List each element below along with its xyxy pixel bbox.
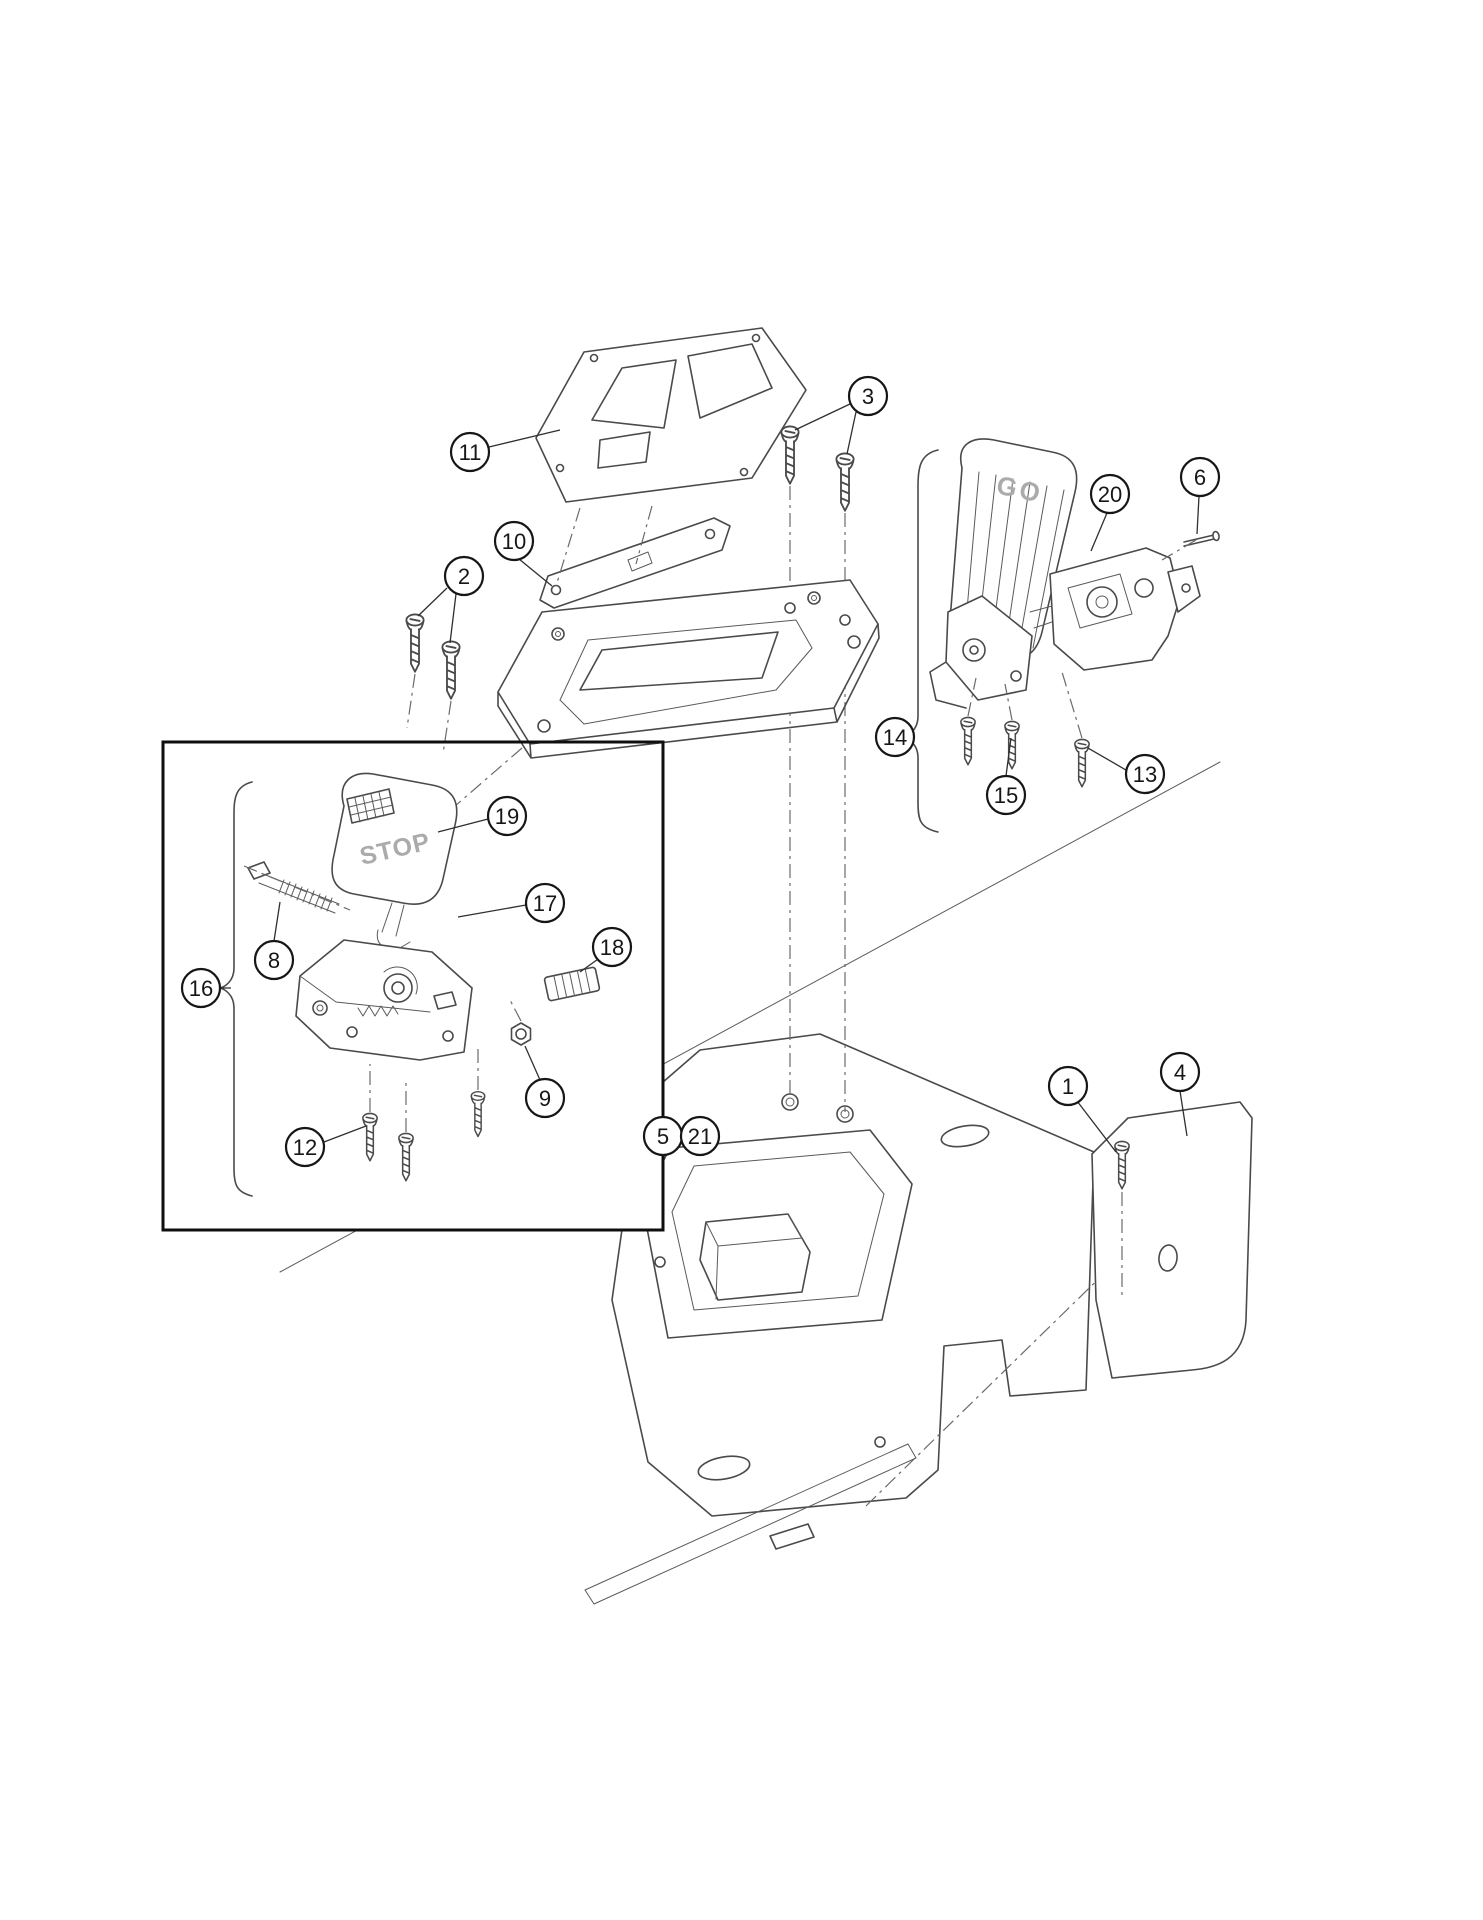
callout-12: 12 <box>284 1126 326 1168</box>
pad-item-18 <box>543 966 601 1002</box>
svg-text:6: 6 <box>1194 465 1206 490</box>
accelerator-pivot-bracket <box>929 595 1033 709</box>
svg-text:14: 14 <box>883 725 907 750</box>
svg-text:3: 3 <box>862 384 874 409</box>
svg-text:12: 12 <box>293 1135 317 1160</box>
callout-13: 13 <box>1124 753 1166 795</box>
screw-item-1 <box>1114 1140 1130 1296</box>
callout-9: 9 <box>524 1077 566 1119</box>
floorboard-cover <box>535 327 807 587</box>
screw-item-13 <box>1061 671 1090 788</box>
screw-item-3a <box>780 425 800 485</box>
svg-text:4: 4 <box>1174 1060 1186 1085</box>
svg-text:13: 13 <box>1133 762 1157 787</box>
callout-18: 18 <box>591 926 633 968</box>
alignment-centerlines <box>789 486 846 1112</box>
callout-5: 5 <box>642 1115 684 1157</box>
bolt-spring-item-8 <box>243 861 351 914</box>
screw-item-3b <box>835 452 855 512</box>
svg-text:21: 21 <box>688 1124 712 1149</box>
svg-text:20: 20 <box>1098 482 1122 507</box>
floor-panel <box>611 1033 1121 1517</box>
screw-item-12b <box>398 1080 414 1182</box>
brake-pedal-arm <box>376 902 411 967</box>
svg-text:11: 11 <box>459 440 482 465</box>
callout-3: 3 <box>847 375 889 417</box>
accelerator-assembly: GO <box>901 438 1220 833</box>
screw-brake-right <box>470 1048 486 1138</box>
svg-text:19: 19 <box>495 804 519 829</box>
brake-assembly: STOP <box>219 747 601 1197</box>
screw-item-15 <box>1004 683 1020 770</box>
svg-text:10: 10 <box>502 529 526 554</box>
svg-text:5: 5 <box>657 1124 669 1149</box>
svg-text:2: 2 <box>458 564 470 589</box>
screw-accelerator-left <box>960 677 977 766</box>
access-cover-plate <box>1091 1101 1253 1379</box>
stop-pedal: STOP <box>331 772 458 905</box>
pedal-mount-plate <box>406 579 880 759</box>
accelerator-controller <box>1029 547 1201 671</box>
callout-11: 11 <box>449 431 491 473</box>
screw-item-2b <box>441 640 461 700</box>
svg-text:15: 15 <box>994 783 1018 808</box>
callouts: 1 2 3 4 5 6 8 9 10 11 12 13 14 15 16 17 … <box>180 375 1221 1168</box>
callout-15: 15 <box>985 774 1027 816</box>
callout-20: 20 <box>1089 473 1131 515</box>
screw-item-12a <box>362 1064 378 1162</box>
svg-text:18: 18 <box>600 935 624 960</box>
callout-21: 21 <box>679 1115 721 1157</box>
svg-text:17: 17 <box>533 891 557 916</box>
pin-item-6 <box>1161 530 1220 561</box>
callout-8: 8 <box>253 939 295 981</box>
callout-6: 6 <box>1179 456 1221 498</box>
callout-16: 16 <box>180 967 222 1009</box>
callout-2: 2 <box>443 555 485 597</box>
detail-box-outline <box>161 740 665 1232</box>
callout-17: 17 <box>524 882 566 924</box>
callout-4: 4 <box>1159 1051 1201 1093</box>
svg-text:9: 9 <box>539 1086 551 1111</box>
svg-text:1: 1 <box>1062 1074 1074 1099</box>
brake-mount-bracket <box>295 939 473 1061</box>
callout-14: 14 <box>874 716 916 758</box>
nut-item-9 <box>509 999 532 1046</box>
floor-mat-edge <box>584 1443 917 1605</box>
accelerator-bracket-brace <box>901 449 939 833</box>
callout-19: 19 <box>486 795 528 837</box>
callout-1: 1 <box>1047 1065 1089 1107</box>
screw-item-2a <box>405 613 425 673</box>
callout-10: 10 <box>493 520 535 562</box>
svg-text:16: 16 <box>189 976 213 1001</box>
svg-text:8: 8 <box>268 948 280 973</box>
mount-strip <box>539 517 731 609</box>
